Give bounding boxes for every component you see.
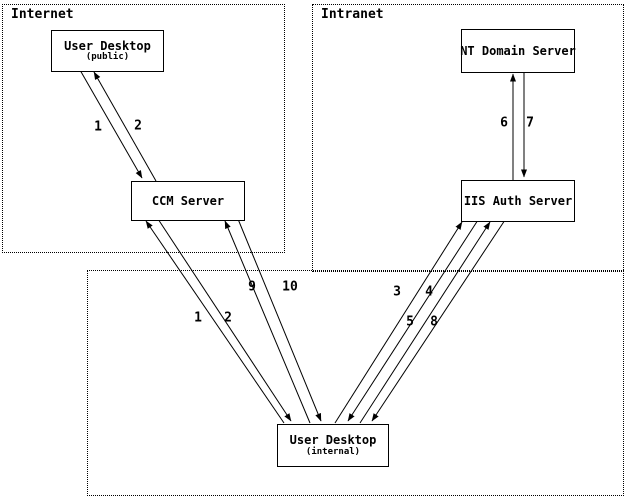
zone-internet: Internet xyxy=(2,4,285,253)
edge-line-1-internal xyxy=(145,220,285,424)
zone-internet-label: Internet xyxy=(11,7,74,22)
edge-label-8: 8 xyxy=(430,314,438,330)
edge-line-2-internal xyxy=(157,218,292,422)
node-user-desktop-public-sublabel: (public) xyxy=(85,52,130,63)
edge-label-1-internal: 1 xyxy=(194,310,202,326)
edge-line-2-public xyxy=(93,71,157,182)
edge-label-7: 7 xyxy=(526,115,534,131)
edge-label-1-public: 1 xyxy=(94,119,102,135)
edge-label-4: 4 xyxy=(425,284,433,300)
edge-label-5: 5 xyxy=(406,314,414,330)
zone-internal-perimeter xyxy=(87,270,624,496)
node-user-desktop-internal-sublabel: (internal) xyxy=(305,446,361,457)
zone-intranet-label: Intranet xyxy=(321,7,384,22)
node-user-desktop-public: User Desktop (public) xyxy=(51,30,164,72)
node-nt-domain-server: NT Domain Server xyxy=(460,29,576,73)
node-ccm-server: CCM Server xyxy=(131,181,245,221)
edge-label-3: 3 xyxy=(393,284,401,300)
edge-line-3 xyxy=(334,221,463,424)
zone-intranet: Intranet xyxy=(312,4,624,272)
edge-line-8 xyxy=(371,219,506,422)
node-user-desktop-internal-label: User Desktop xyxy=(289,433,377,448)
node-ccm-server-label: CCM Server xyxy=(151,193,225,208)
edge-line-10 xyxy=(237,218,322,422)
node-iis-auth-server: IIS Auth Server xyxy=(461,180,575,222)
edge-line-1-public xyxy=(79,69,143,179)
edge-label-2-internal: 2 xyxy=(224,310,232,326)
edge-line-4 xyxy=(347,219,479,422)
edge-line-9 xyxy=(224,220,311,424)
node-user-desktop-public-label: User Desktop xyxy=(64,38,151,53)
node-iis-auth-server-label: IIS Auth Server xyxy=(463,193,573,208)
edge-label-9: 9 xyxy=(248,279,256,295)
edge-label-2-public: 2 xyxy=(134,118,142,134)
node-nt-domain-server-label: NT Domain Server xyxy=(460,43,576,58)
node-user-desktop-internal: User Desktop (internal) xyxy=(277,424,389,467)
edge-label-10: 10 xyxy=(282,279,298,295)
edge-line-5 xyxy=(359,221,491,424)
edge-label-6: 6 xyxy=(500,115,508,131)
